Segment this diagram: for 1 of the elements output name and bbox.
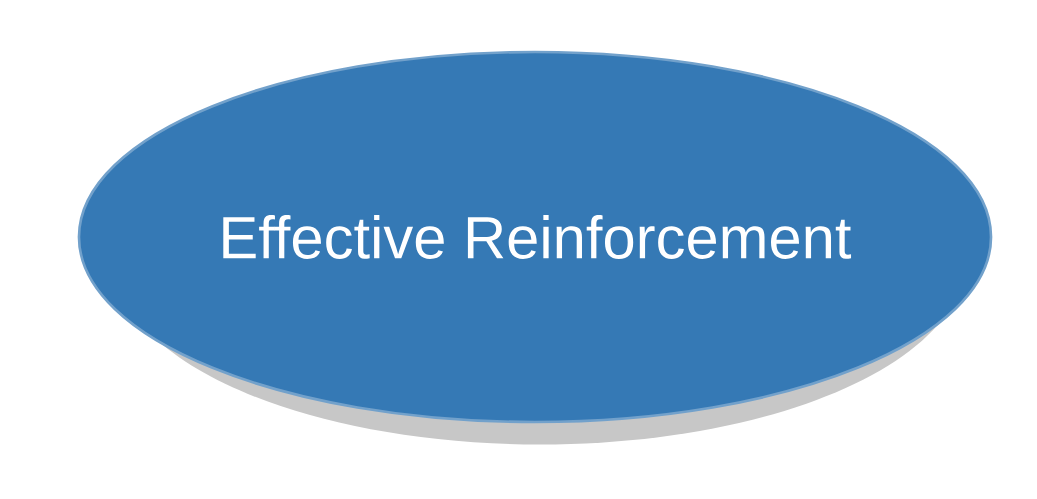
ellipse-node: Effective Reinforcement: [77, 50, 993, 445]
